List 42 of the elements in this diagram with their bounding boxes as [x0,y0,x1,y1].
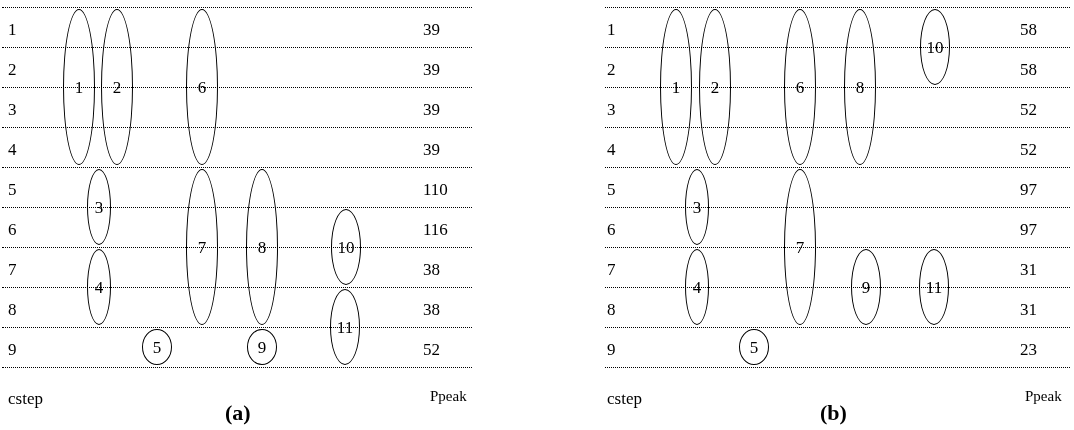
peak-power-value: 38 [423,260,440,280]
axis-label: cstep [607,389,642,409]
peak-power-value: 31 [1020,300,1037,320]
peak-power-value: 110 [423,180,448,200]
peak-power-value: 97 [1020,180,1037,200]
step-number: 6 [8,220,17,240]
step-number: 2 [607,60,616,80]
step-number: 6 [607,220,616,240]
axis-label: Ppeak [1025,387,1062,406]
step-number: 4 [8,140,17,160]
step-number: 3 [8,100,17,120]
peak-power-value: 39 [423,100,440,120]
step-number: 7 [8,260,17,280]
step-number: 3 [607,100,616,120]
peak-power-value: 58 [1020,20,1037,40]
axis-label: Ppeak [430,387,467,406]
peak-power-value: 52 [1020,140,1037,160]
peak-power-value: 39 [423,60,440,80]
step-number: 2 [8,60,17,80]
peak-power-value: 58 [1020,60,1037,80]
peak-power-value: 116 [423,220,448,240]
panel-caption: (a) [225,400,251,426]
step-number: 9 [8,340,17,360]
peak-power-value: 31 [1020,260,1037,280]
peak-power-value: 52 [1020,100,1037,120]
peak-power-value: 39 [423,140,440,160]
step-number: 1 [607,20,616,40]
step-number: 5 [8,180,17,200]
step-number: 5 [607,180,616,200]
step-number: 9 [607,340,616,360]
peak-power-value: 39 [423,20,440,40]
peak-power-value: 52 [423,340,440,360]
step-number: 7 [607,260,616,280]
step-number: 4 [607,140,616,160]
peak-power-value: 38 [423,300,440,320]
step-number: 8 [8,300,17,320]
panel-caption: (b) [820,400,847,426]
step-number: 8 [607,300,616,320]
step-number: 1 [8,20,17,40]
peak-power-value: 97 [1020,220,1037,240]
axis-label: cstep [8,389,43,409]
peak-power-value: 23 [1020,340,1037,360]
